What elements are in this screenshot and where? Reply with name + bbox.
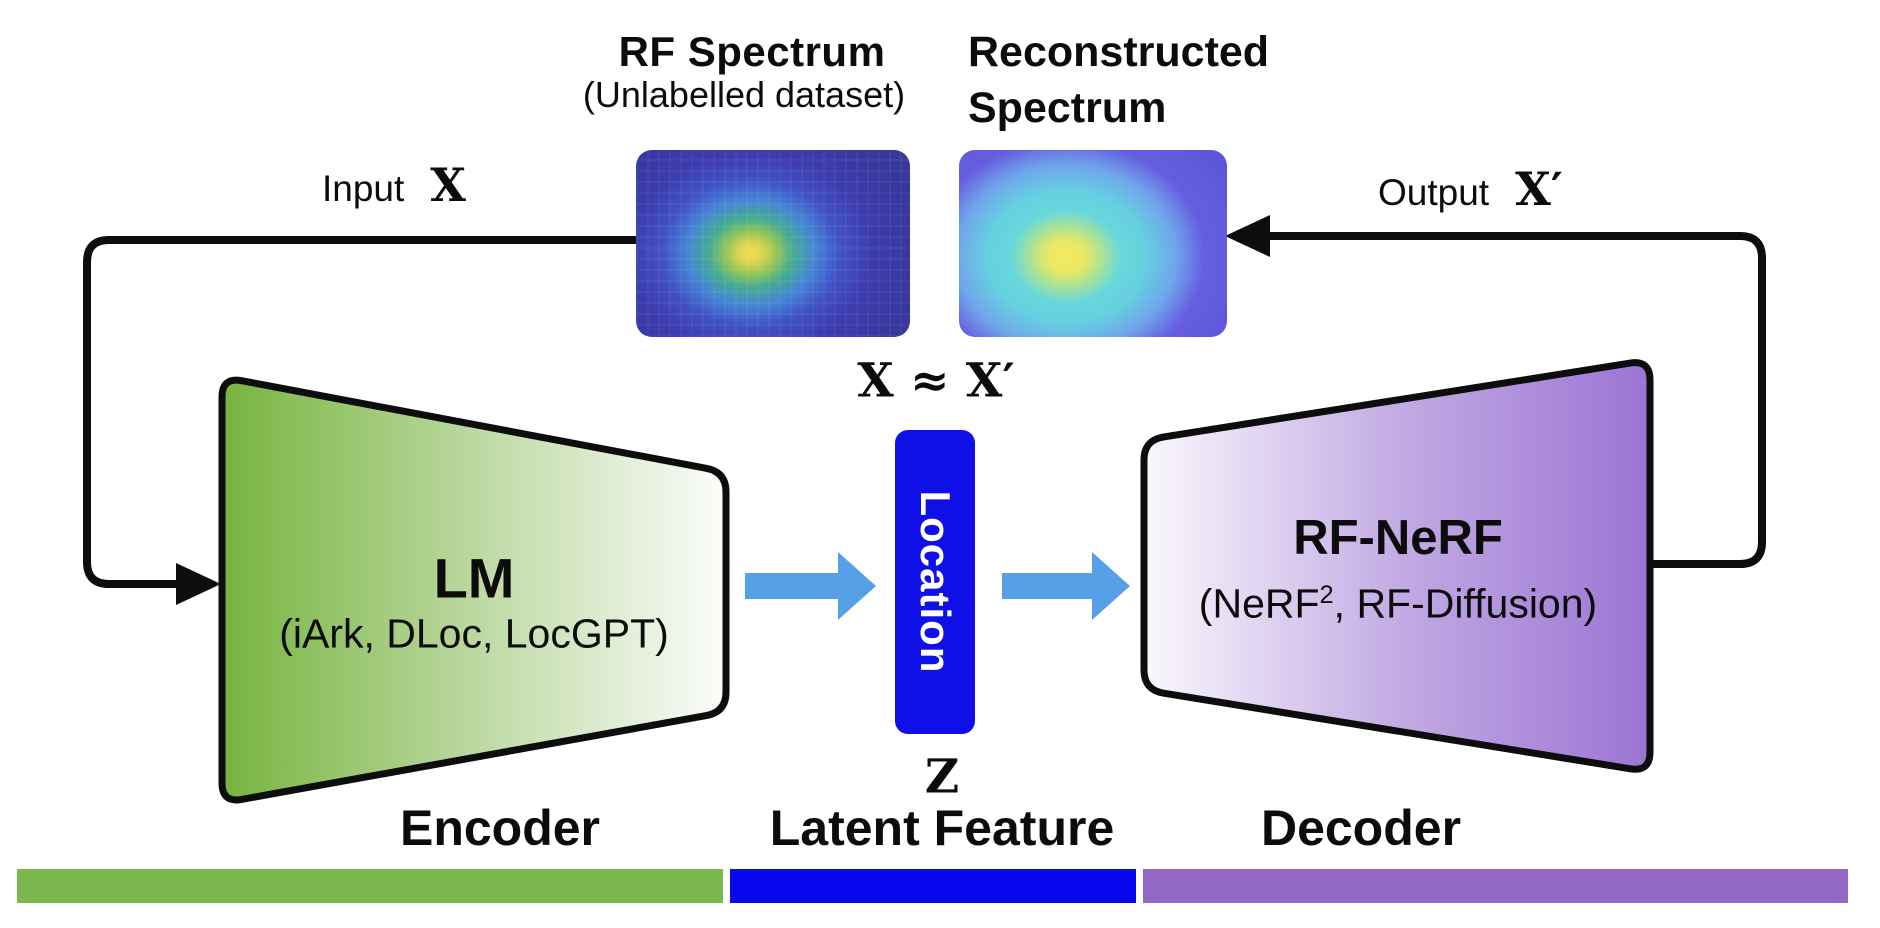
latent-location-label: Location [912,490,959,674]
decoder-subtitle: (NeRF2, RF-Diffusion) [1199,581,1597,628]
input-arrowhead-icon [176,563,221,605]
input-label: Input X [322,158,466,212]
rf-spectrum-subtitle: (Unlabelled dataset) [582,74,906,115]
rf-spectrum-heatmap [636,150,910,337]
latent-location-box: Location [895,430,975,734]
output-variable: X′ [1515,162,1563,216]
reconstructed-title-line1: Reconstructed [968,28,1270,76]
encoder-caption: Encoder [399,800,601,856]
decoder-color-bar [1143,869,1848,903]
encoder-trapezoid [218,376,730,804]
reconstructed-spectrum-heatmap [959,150,1227,337]
encoder-to-latent-arrow-icon [745,552,876,620]
encoder-color-bar [17,869,723,903]
encoder-title: LM [433,546,515,610]
input-flow-line [83,236,640,588]
latent-color-bar [730,869,1136,903]
decoder-subtitle-post: , RF-Diffusion) [1333,580,1598,627]
input-word: Input [322,168,405,209]
input-variable: X [430,158,466,212]
reconstructed-title-line2: Spectrum [968,84,1167,132]
output-arrowhead-icon [1225,215,1270,257]
decoder-caption: Decoder [1260,800,1462,856]
latent-to-decoder-arrow-icon [1002,552,1130,620]
output-flow-line [1268,232,1766,568]
latent-caption: Latent Feature [769,800,1115,856]
approx-equation: X ≈ X′ [857,353,1015,409]
reconstructed-spectrum-title: Reconstructed Spectrum [968,24,1269,136]
output-label: Output X′ [1378,162,1563,216]
decoder-title: RF-NeRF [1293,511,1503,565]
decoder-subtitle-pre: (NeRF [1198,580,1320,627]
latent-variable: Z [924,749,960,805]
encoder-subtitle: (iArk, DLoc, LocGPT) [279,610,669,657]
rf-spectrum-title: RF Spectrum [618,28,886,75]
decoder-subtitle-sup: 2 [1319,580,1334,609]
output-word: Output [1378,172,1490,213]
decoder-trapezoid [1140,359,1654,773]
